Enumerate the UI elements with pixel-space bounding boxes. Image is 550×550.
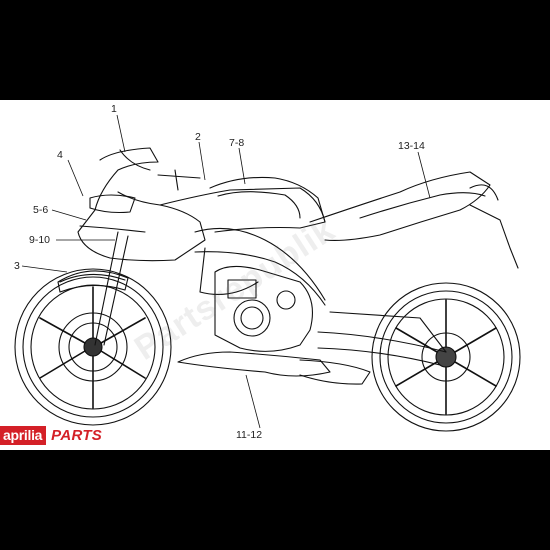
callout-2: 2	[195, 131, 201, 143]
front-wheel	[14, 268, 172, 426]
callout-9-10: 9-10	[29, 234, 50, 246]
callout-11-12: 11-12	[236, 429, 262, 441]
leader-lines	[21, 114, 431, 429]
callout-4: 4	[57, 149, 63, 161]
callout-5-6: 5-6	[33, 204, 48, 216]
callout-3: 3	[14, 260, 20, 272]
rear-wheel	[371, 282, 521, 432]
brand-logo: aprilia PARTS	[0, 424, 108, 446]
callout-1: 1	[111, 103, 117, 115]
callout-7-8: 7-8	[229, 137, 244, 149]
callout-13-14: 13-14	[398, 140, 425, 152]
parts-label: PARTS	[46, 426, 108, 444]
aprilia-logo: aprilia	[0, 425, 47, 445]
engine	[214, 265, 313, 352]
belly-pan	[177, 351, 331, 377]
